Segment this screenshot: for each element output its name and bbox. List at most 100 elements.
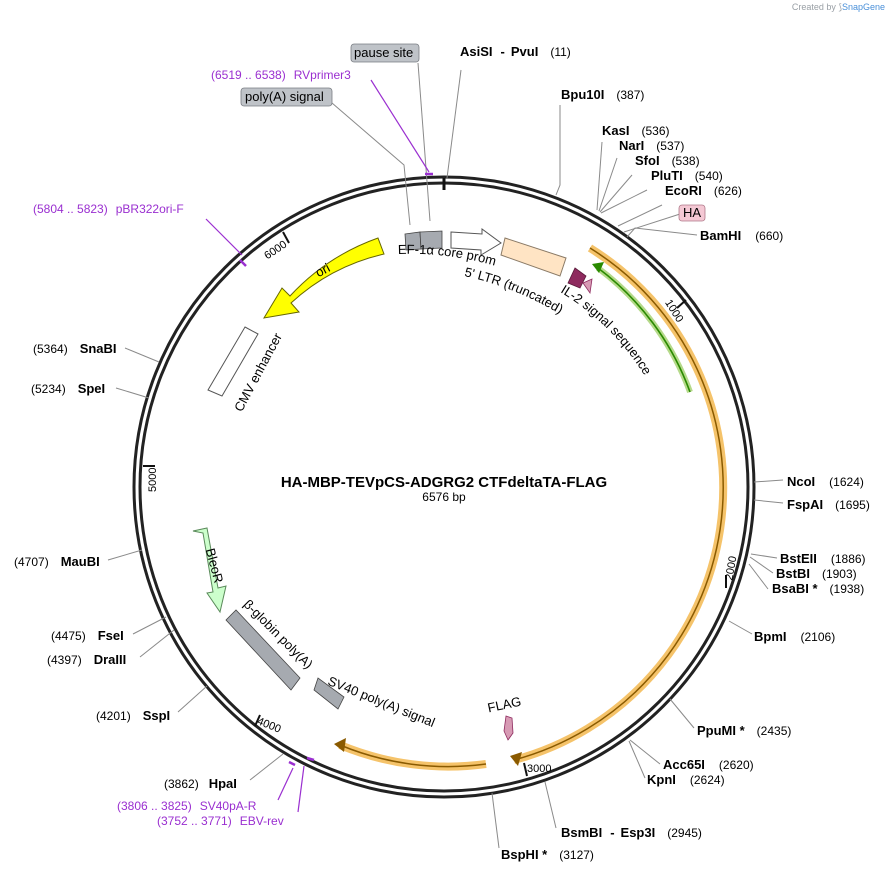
site-bsteii: BstEII(1886) <box>780 551 866 566</box>
ltr-feature <box>500 237 567 277</box>
site-kpni: KpnI(2624) <box>647 772 725 787</box>
tick-1000 <box>676 299 687 309</box>
site-bpmi: BpmI(2106) <box>754 629 835 644</box>
orf-arrowhead-outer <box>510 752 522 766</box>
primer-sv40pa-r: (3806 .. 3825)SV40pA-R <box>117 799 257 813</box>
tick-3000 <box>523 762 528 777</box>
polya-signal-box <box>240 87 333 107</box>
credit-prefix: Created by <box>791 2 836 12</box>
site-asisi: AsiSI-PvuI(11) <box>460 44 571 59</box>
site-ecori: EcoRI(626) <box>665 183 742 198</box>
leader-asisi <box>446 69 462 179</box>
site-draiii: (4397)DraIII <box>47 652 126 667</box>
leader-pluti <box>600 189 648 214</box>
leader-sspi <box>177 685 208 713</box>
leader-maubi <box>107 549 143 561</box>
sv40-label: SV40 poly(A) signal <box>326 673 438 730</box>
ha-label: HA <box>683 205 701 220</box>
leader-kasi <box>596 141 603 211</box>
leader-polya <box>331 102 411 226</box>
site-bpu10i: Bpu10I(387) <box>561 87 644 102</box>
leader-pbr322 <box>205 218 243 256</box>
primer-mark-ebvrev <box>306 756 315 762</box>
site-bstbi: BstBI(1903) <box>776 566 857 581</box>
leader-bsmbi <box>544 781 557 829</box>
cmv-feature <box>207 326 259 397</box>
primer-mark-pbr322 <box>239 259 247 267</box>
leader-nari <box>598 157 618 212</box>
ef1a-arrow <box>450 228 502 256</box>
il2-small-feature <box>582 278 593 295</box>
green-arrowhead <box>592 262 604 273</box>
ha-box <box>678 204 706 222</box>
leader-sv40par <box>277 767 294 801</box>
tick-marks <box>143 231 727 777</box>
tick-label-4000: 4000 <box>255 715 282 735</box>
il2-label: IL-2 signal sequence <box>558 282 654 378</box>
site-hpai: (3862)HpaI <box>164 776 237 791</box>
site-pluti: PluTI(540) <box>651 168 723 183</box>
primer-ebv-rev: (3752 .. 3771)EBV-rev <box>157 814 284 828</box>
flag-label: FLAG <box>486 694 522 716</box>
site-leaders <box>107 62 784 849</box>
leader-ncoi <box>753 479 784 483</box>
leader-bpmi <box>728 620 753 635</box>
site-ncoi: NcoI(1624) <box>787 474 864 489</box>
plasmid-name: HA-MBP-TEVpCS-ADGRG2 CTFdeltaTA-FLAG <box>281 474 607 491</box>
green-arc <box>597 267 691 393</box>
il2-arrow <box>567 267 587 289</box>
plasmid-length: 6576 bp <box>422 490 466 504</box>
site-snabi: (5364)SnaBI <box>33 341 117 356</box>
site-ppumi: PpuMI *(2435) <box>697 723 791 738</box>
orf-arc-bottom <box>338 741 487 771</box>
leader-bpu10i <box>555 105 561 196</box>
bglobin-feature <box>225 609 301 691</box>
site-spei: (5234)SpeI <box>31 381 105 396</box>
primer-rvprimer3: (6519 .. 6538)RVprimer3 <box>211 68 351 82</box>
site-sspi: (4201)SspI <box>96 708 170 723</box>
leader-bsabi <box>748 563 769 590</box>
site-fspai: FspAI(1695) <box>787 497 870 512</box>
site-bamhi: BamHI(660) <box>700 228 783 243</box>
credit-brand: SnapGene <box>841 2 885 12</box>
tick-label-2000: 2000 <box>723 555 739 581</box>
site-sfoi: SfoI(538) <box>635 153 700 168</box>
pause-site-label: pause site <box>354 45 413 60</box>
leader-fsei <box>132 616 167 635</box>
leader-ha <box>623 213 681 233</box>
site-bsabi: BsaBI *(1938) <box>772 581 864 596</box>
primer-leaders <box>205 79 433 813</box>
leader-fspai <box>753 499 784 504</box>
leader-kpni <box>628 740 646 779</box>
flag-feature <box>503 715 514 741</box>
leader-sfoi <box>599 174 633 213</box>
leader-ppumi <box>669 698 695 729</box>
leader-rvprimer3 <box>370 79 430 173</box>
tick-4000 <box>254 714 261 727</box>
leader-spei <box>115 387 150 399</box>
snapgene-credit: Created by ⟆SnapGene <box>792 2 885 13</box>
leader-ecori <box>617 204 663 227</box>
leader-bsphi <box>491 792 500 849</box>
polya-signal-feature <box>419 230 443 250</box>
ori-label: ori <box>313 260 333 280</box>
leader-draiii <box>139 629 175 658</box>
site-acc65i: Acc65I(2620) <box>663 757 754 772</box>
site-maubi: (4707)MauBI <box>14 554 100 569</box>
site-bsphi: BspHI *(3127) <box>501 847 594 862</box>
bleor-label: BleoR <box>203 547 227 585</box>
tick-6000 <box>282 231 290 244</box>
site-kasi: KasI(536) <box>602 123 669 138</box>
leader-pause-site <box>417 62 431 222</box>
pause-site-box <box>350 43 420 63</box>
site-nari: NarI(537) <box>619 138 684 153</box>
leader-acc65i <box>629 739 661 765</box>
leader-bamhi <box>626 227 698 238</box>
leader-snabi <box>124 347 160 363</box>
snapgene-logo-icon: ⟆ <box>838 2 842 12</box>
tick-label-5000: 5000 <box>147 468 159 492</box>
primer-mark-sv40par <box>288 760 296 767</box>
sv40-feature <box>313 677 345 710</box>
leader-bstbi <box>749 556 774 574</box>
